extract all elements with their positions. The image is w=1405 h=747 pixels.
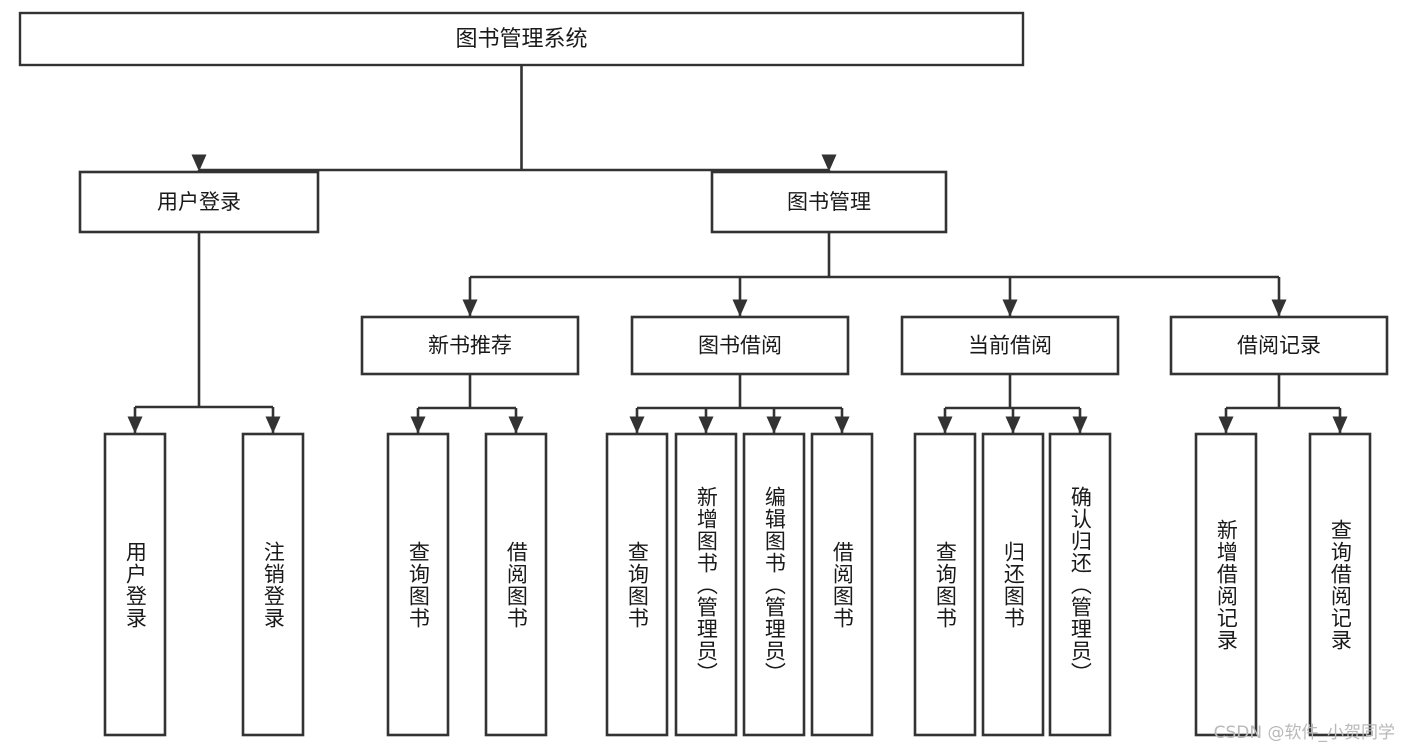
arrow-head-icon — [766, 416, 782, 434]
node-book-borrow-label: 图书借阅 — [698, 334, 782, 358]
arrow-head-icon — [1072, 416, 1088, 434]
node-leaf-query-record[interactable] — [1308, 432, 1372, 737]
arrow-head-icon — [937, 416, 953, 434]
node-leaf-add-book[interactable] — [674, 432, 738, 737]
node-root-title[interactable] — [18, 11, 1025, 67]
arrow-head-icon — [462, 299, 478, 317]
node-leaf-query-book-1[interactable] — [386, 432, 450, 737]
node-book-manage[interactable] — [710, 170, 948, 234]
arrow-head-icon — [821, 154, 837, 172]
node-current-borrow[interactable] — [900, 315, 1120, 376]
arrow-head-icon — [1005, 416, 1021, 434]
arrow-head-icon — [834, 416, 850, 434]
node-new-book-recommend[interactable] — [360, 315, 580, 376]
node-leaf-borrow-book-1[interactable] — [484, 432, 548, 737]
node-leaf-confirm-return[interactable] — [1048, 432, 1112, 737]
arrow-head-icon — [1002, 299, 1018, 317]
node-leaf-query-book-2[interactable] — [605, 432, 669, 737]
node-current-borrow-label: 当前借阅 — [968, 334, 1052, 358]
node-leaf-logout[interactable] — [241, 432, 305, 737]
node-borrow-record-label: 借阅记录 — [1237, 334, 1321, 358]
node-leaf-borrow-book-2[interactable] — [810, 432, 874, 737]
arrow-head-icon — [410, 416, 426, 434]
connectors-layer — [127, 65, 1348, 434]
node-borrow-record[interactable] — [1169, 315, 1389, 376]
node-root-title-label: 图书管理系统 — [455, 27, 587, 52]
node-leaf-user-login[interactable] — [103, 432, 167, 737]
node-leaf-query-book-3[interactable] — [913, 432, 977, 737]
watermark-text: CSDN @软件_小贺同学 — [1213, 723, 1395, 743]
arrow-head-icon — [732, 299, 748, 317]
arrow-head-icon — [265, 416, 281, 434]
arrow-head-icon — [1271, 299, 1287, 317]
node-leaf-edit-book[interactable] — [742, 432, 806, 737]
node-user-login-label: 用户登录 — [157, 190, 241, 214]
arrow-head-icon — [1218, 416, 1234, 434]
arrow-head-icon — [698, 416, 714, 434]
node-new-book-recommend-label: 新书推荐 — [428, 334, 512, 358]
node-book-borrow[interactable] — [630, 315, 850, 376]
node-leaf-add-record[interactable] — [1194, 432, 1258, 737]
arrow-head-icon — [1332, 416, 1348, 434]
node-book-manage-label: 图书管理 — [787, 190, 871, 214]
arrow-head-icon — [629, 416, 645, 434]
node-user-login[interactable] — [78, 170, 320, 234]
node-leaf-return-book[interactable] — [981, 432, 1045, 737]
arrow-head-icon — [508, 416, 524, 434]
arrow-head-icon — [127, 416, 143, 434]
arrow-head-icon — [191, 154, 207, 172]
